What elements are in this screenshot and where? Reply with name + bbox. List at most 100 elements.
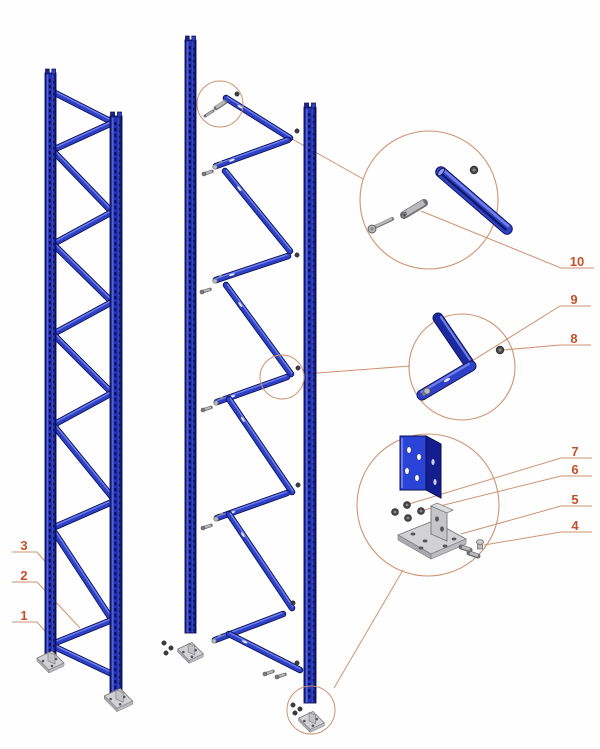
assembled-frame-brace [52,120,115,152]
detail-brace-highlight [442,168,510,228]
layer-callouts [196,80,516,735]
exploded-foot-plate-hole [315,717,319,721]
exploded-frame-brace-highlight [229,397,294,492]
exploded-frame-brace-highlight [229,512,294,608]
exploded-frame-brace-highlight [215,253,288,280]
foot-plate-nut [290,702,296,708]
brace-slot-hole [238,302,243,308]
detail-column-side [425,435,442,499]
detail-anchor-bolt [469,551,479,558]
detail-base-nut-hole [393,510,397,514]
detail-base-plate-edge [430,538,467,560]
part-label-8: 8 [570,331,577,346]
assembled-upright-rear-top-tab [117,111,122,118]
assembled-upright-front [44,68,57,658]
detail-column-hole [414,474,420,482]
assembled-foot-plate-hole [123,695,126,699]
assembled-frame-brace-highlight [55,151,114,212]
detail-joint-brace-highlight [439,315,472,361]
floating-bolt-head [200,407,206,413]
exploded-foot-plate-flange [187,642,196,656]
top-nut [234,91,240,97]
brace-end-bolt [218,160,223,164]
exploded-frame-brace-highlight [215,137,288,166]
detail-spacer [402,199,426,217]
top-spacer [215,100,226,109]
assembled-frame-brace-highlight [54,121,112,149]
brace-slot-hole [240,416,245,423]
exploded-upright-front [184,35,197,634]
assembled-frame-brace [52,644,115,677]
exploded-frame-brace [226,631,303,673]
exploded-upright-rear-top-tab [304,102,309,109]
leader-line [303,365,411,375]
exploded-foot-plate-hole [194,648,197,652]
label-leader-10 [420,210,594,269]
assembled-upright-front-top-tab [45,68,50,75]
floating-nut [294,128,300,134]
label-leader-3 [12,551,50,567]
assembled-foot-plate-edge [48,662,65,674]
foot-plate-nut [168,645,174,651]
detail-brace [436,167,512,234]
brace-end-bolt [213,400,219,406]
assembled-frame-brace-highlight [55,334,114,393]
label-leader-8 [502,344,591,351]
detail-bolt-head [370,227,374,231]
brace-end-bolt [219,396,224,400]
detail-joint-slot [443,377,451,383]
exploded-frame-brace-highlight [226,283,293,374]
foot-plate-nut [297,706,303,712]
assembled-frame-brace [52,299,115,336]
brace-slot-hole [237,104,243,109]
floating-nut [295,482,301,488]
detail-base-flange-top [430,502,454,514]
assembled-frame-brace [52,150,115,215]
assembled-frame-brace-highlight [55,425,114,497]
assembled-frame-brace-highlight [54,500,112,527]
assembled-frame-brace [52,499,115,530]
detail-plate-hole [418,546,424,550]
detail-joint-nut-hole [498,348,502,352]
floating-bolt [277,673,286,678]
floating-bolt-head [200,525,206,531]
exploded-frame-brace [213,253,291,283]
exploded-frame-brace [212,611,286,643]
exploded-foot-plate-flange [308,711,317,725]
brace-end-bolt [217,634,222,638]
detail-base-nut-hole [406,516,410,520]
exploded-frame-brace-highlight [226,96,292,138]
exploded-frame-brace [226,511,295,611]
assembled-frame-brace-highlight [55,531,114,620]
assembled-foot-plate-flange [115,689,124,703]
ref-circle-base [286,685,336,735]
exploded-foot-plate-hole [311,724,315,728]
label-leader-6 [423,475,592,511]
detail-brace-open-end [437,167,445,177]
assembled-frame-brace-highlight [55,645,113,674]
layer-frames [36,35,325,734]
label-leader-5 [460,505,592,535]
detail-circle [408,313,516,421]
assembled-foot-plate-hole [109,697,112,701]
foot-plate-nut [161,640,167,646]
assembled-frame-brace [52,90,115,125]
floating-bolt-head [199,289,205,295]
assembled-foot-plate-hole [41,659,45,663]
floating-bolt [203,524,212,529]
detail-base-nut-hole [419,509,423,513]
assembled-frame-brace-highlight [54,617,112,643]
foot-plate-nut [163,650,169,656]
part-label-5: 5 [571,492,578,507]
detail-base-assembly [391,435,484,560]
brace-slot-hole [241,640,248,644]
exploded-frame-brace [223,95,293,141]
detail-anchor-bolt [461,545,471,552]
floating-bolt-head [201,171,207,177]
assembled-foot-plate-hole [118,702,122,706]
brace-slot-hole [240,532,245,538]
floating-bolt [203,406,212,411]
ref-circle-brace-joint [259,354,305,400]
